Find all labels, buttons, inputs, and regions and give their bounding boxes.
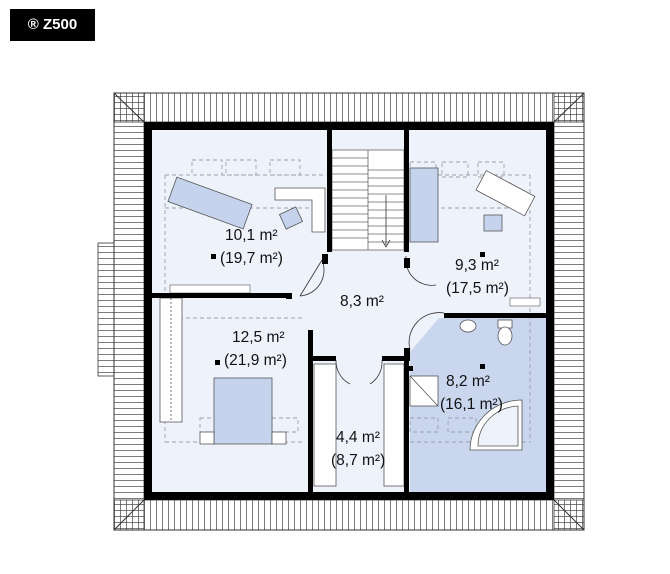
bed-w: [199, 377, 287, 445]
radiator-ne: [509, 297, 541, 307]
wardrobe-w: [159, 297, 183, 423]
room-nw-area: 10,1 m²: [225, 227, 278, 244]
room-center-markers: [211, 252, 485, 371]
room-w-gross: (21,9 m²): [224, 352, 287, 369]
room-ne-area: 9,3 m²: [455, 257, 499, 274]
sink-icon: [459, 319, 477, 333]
radiator-w: [169, 284, 251, 294]
bed-nw: [167, 176, 253, 230]
door-markers: [286, 254, 410, 358]
shower-icon: [409, 375, 439, 407]
desk-ne: [475, 170, 536, 232]
room-w-area: 12,5 m²: [232, 329, 285, 346]
wardrobe-area: 4,4 m²: [336, 429, 380, 446]
room-nw-gross: (19,7 m²): [220, 250, 283, 267]
toilet-icon: [497, 319, 513, 346]
stairs-icon: [331, 149, 405, 251]
hall-area: 8,3 m²: [340, 293, 384, 310]
corner-bathtub-icon: [469, 399, 523, 451]
wardrobe-gross: (8,7 m²): [331, 452, 385, 469]
desk-nw: [274, 187, 326, 233]
brand-logo: ® Z500: [10, 9, 95, 41]
bathroom-area: 8,2 m²: [446, 373, 490, 390]
bathroom-gross: (16,1 m²): [440, 396, 503, 413]
walls: [144, 122, 554, 500]
bed-ne: [409, 167, 439, 243]
room-ne-gross: (17,5 m²): [446, 280, 509, 297]
